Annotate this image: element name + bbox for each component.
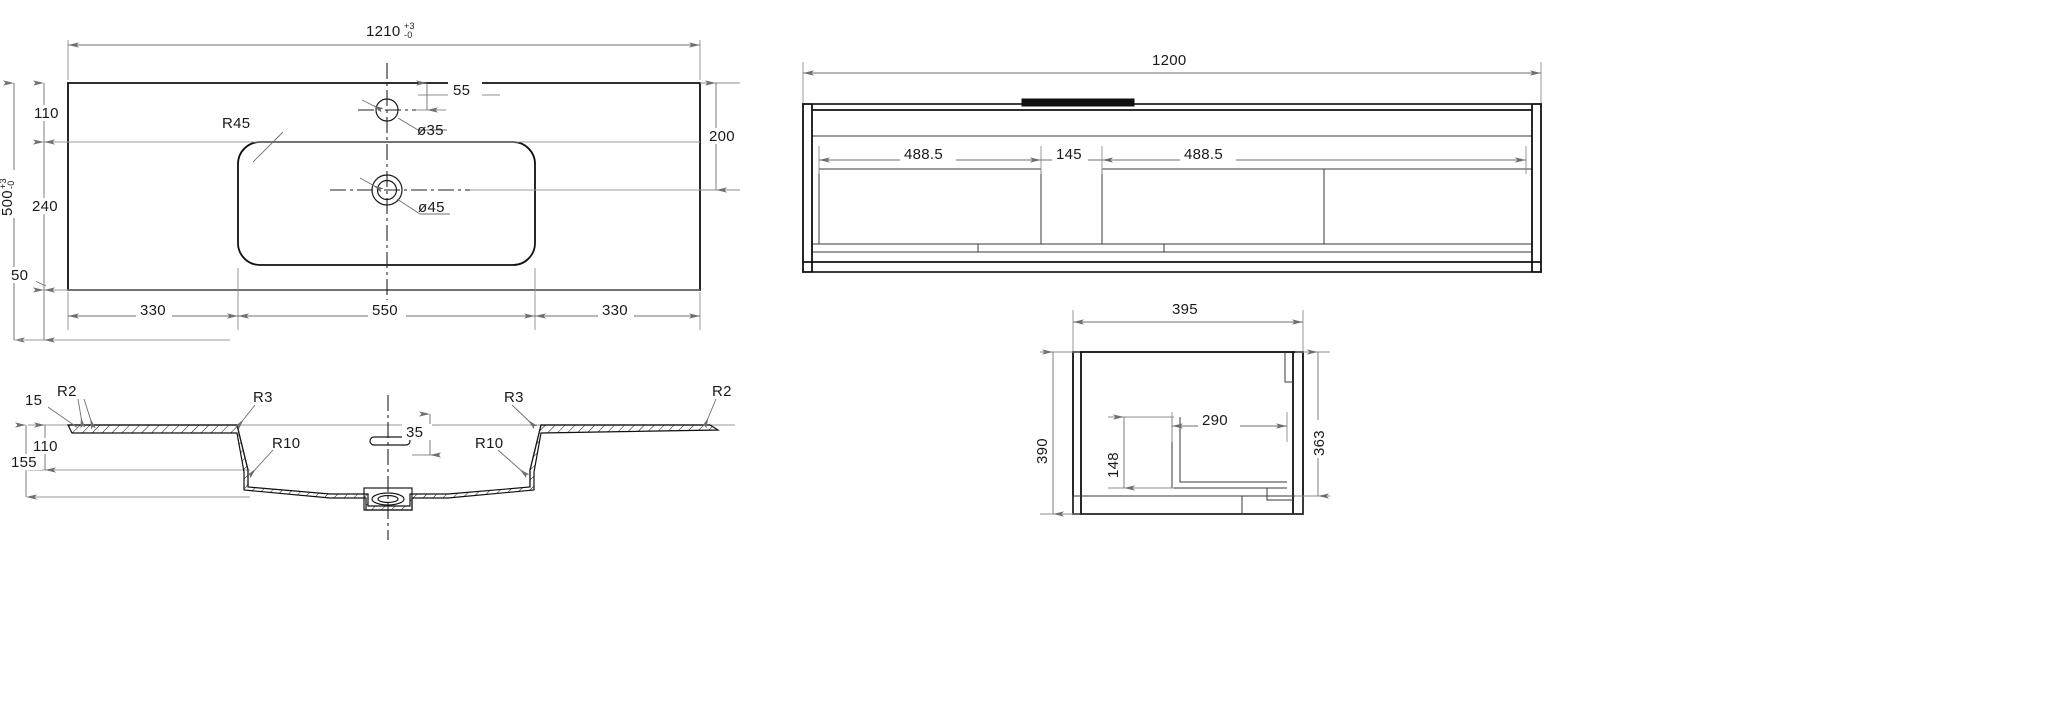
side-dim-363: 363 (1311, 420, 1328, 458)
section-radius-r3-left: R3 (253, 389, 273, 406)
plan-dim-200: 200 (709, 128, 735, 145)
section-dim-155: 155 (11, 454, 37, 471)
plan-chain-330-right: 330 (602, 302, 628, 319)
plan-dim-1210-tol-minus: -0 (404, 30, 413, 40)
side-dim-148: 148 (1105, 442, 1122, 480)
plan-leader-tap (397, 117, 419, 131)
section-radius-r2-right: R2 (712, 383, 732, 400)
side-dim-363-value: 363 (1311, 430, 1328, 456)
plan-leader-waste (396, 198, 421, 215)
elev-dim-145: 145 (1056, 146, 1082, 163)
plan-dim-1210-tol-plus: +3 (404, 21, 415, 31)
plan-dim-240: 240 (32, 198, 58, 215)
plan-arrow-tap (361, 99, 384, 113)
view-plan: 1210 +3 -0 55 110 240 500 +3 -0 (0, 21, 741, 343)
section-dim-15: 15 (25, 392, 42, 409)
side-top-notch (1284, 352, 1293, 383)
plan-hole-waste-label: ø45 (418, 199, 445, 216)
section-leader-r2-right (701, 398, 717, 429)
side-drawer-profile-inner (1179, 417, 1287, 483)
section-drain-opening-inner (377, 494, 399, 504)
elev-handle-bar (977, 243, 1165, 253)
elev-drawer-right-2 (1323, 168, 1533, 245)
section-radius-r2-left: R2 (57, 383, 77, 400)
plan-dim-500: 500 +3 -0 (0, 170, 16, 218)
plan-leader-r45 (252, 131, 284, 163)
plan-arrow-waste (359, 177, 384, 193)
view-section: 15 R2 R2 R3 R3 R10 R10 35 110 155 (8, 383, 735, 540)
plan-dim-110: 110 (34, 105, 59, 122)
plan-chain-550: 550 (372, 302, 398, 319)
side-dim-390: 390 (1034, 428, 1051, 466)
elev-dim-1200: 1200 (1152, 52, 1187, 69)
plan-dim-500-value: 500 (0, 190, 16, 216)
section-leader-r10-left (246, 449, 274, 479)
view-sideview: 395 290 148 390 (1034, 300, 1330, 517)
section-right-wall (529, 424, 710, 487)
plan-dim-50: 50 (11, 267, 28, 284)
elev-cabinet-inner-frame (811, 103, 1533, 273)
plan-dim-1210-value: 1210 (366, 23, 401, 40)
elev-drawer-right (1101, 168, 1325, 245)
plan-chain-330-left: 330 (140, 302, 166, 319)
side-dim-395: 395 (1172, 301, 1198, 318)
elev-basin-slot (1021, 98, 1135, 107)
plan-waste-hole-outer (371, 174, 403, 206)
plan-dim-1210: 1210 +3 -0 (360, 21, 424, 40)
side-dim-148-value: 148 (1105, 452, 1122, 478)
side-dim-390-value: 390 (1034, 438, 1051, 464)
elev-dim-4885-left: 488.5 (904, 146, 943, 163)
section-leader-15 (44, 404, 79, 429)
section-leader-r2-left-b (83, 398, 96, 430)
section-tap-slot (369, 436, 411, 446)
side-dim-290: 290 (1202, 412, 1228, 429)
plan-dim-55: 55 (453, 82, 470, 99)
section-leader-r2-left (77, 398, 86, 429)
plan-radius-r45: R45 (222, 115, 250, 132)
plan-outline (67, 82, 701, 291)
section-radius-r10-right: R10 (475, 435, 503, 452)
view-elevation: 1200 488.5 145 (802, 51, 1542, 273)
section-leader-r3-left (235, 404, 256, 430)
section-radius-r10-left: R10 (272, 435, 300, 452)
elev-cabinet-outline (802, 103, 1542, 273)
section-leader-r10-right (497, 449, 530, 479)
plan-bowl-outline (237, 141, 536, 266)
section-left-wall (68, 424, 249, 487)
section-dim-35: 35 (406, 424, 423, 441)
elev-dim-4885-right: 488.5 (1184, 146, 1223, 163)
section-leader-r3-right (511, 404, 538, 430)
section-basin-profile (67, 424, 721, 511)
plan-dim-500-tol-plus: +3 (0, 178, 8, 189)
side-drawer-foot (1266, 488, 1293, 501)
side-plinth (1072, 495, 1304, 515)
section-dim-110: 110 (33, 438, 58, 455)
elev-drawer-left (818, 168, 1042, 245)
plan-dim-500-tol-minus: -0 (6, 180, 16, 189)
plan-hole-tap-label: ø35 (417, 122, 444, 139)
section-radius-r3-right: R3 (504, 389, 524, 406)
side-cabinet-outline (1072, 351, 1304, 515)
